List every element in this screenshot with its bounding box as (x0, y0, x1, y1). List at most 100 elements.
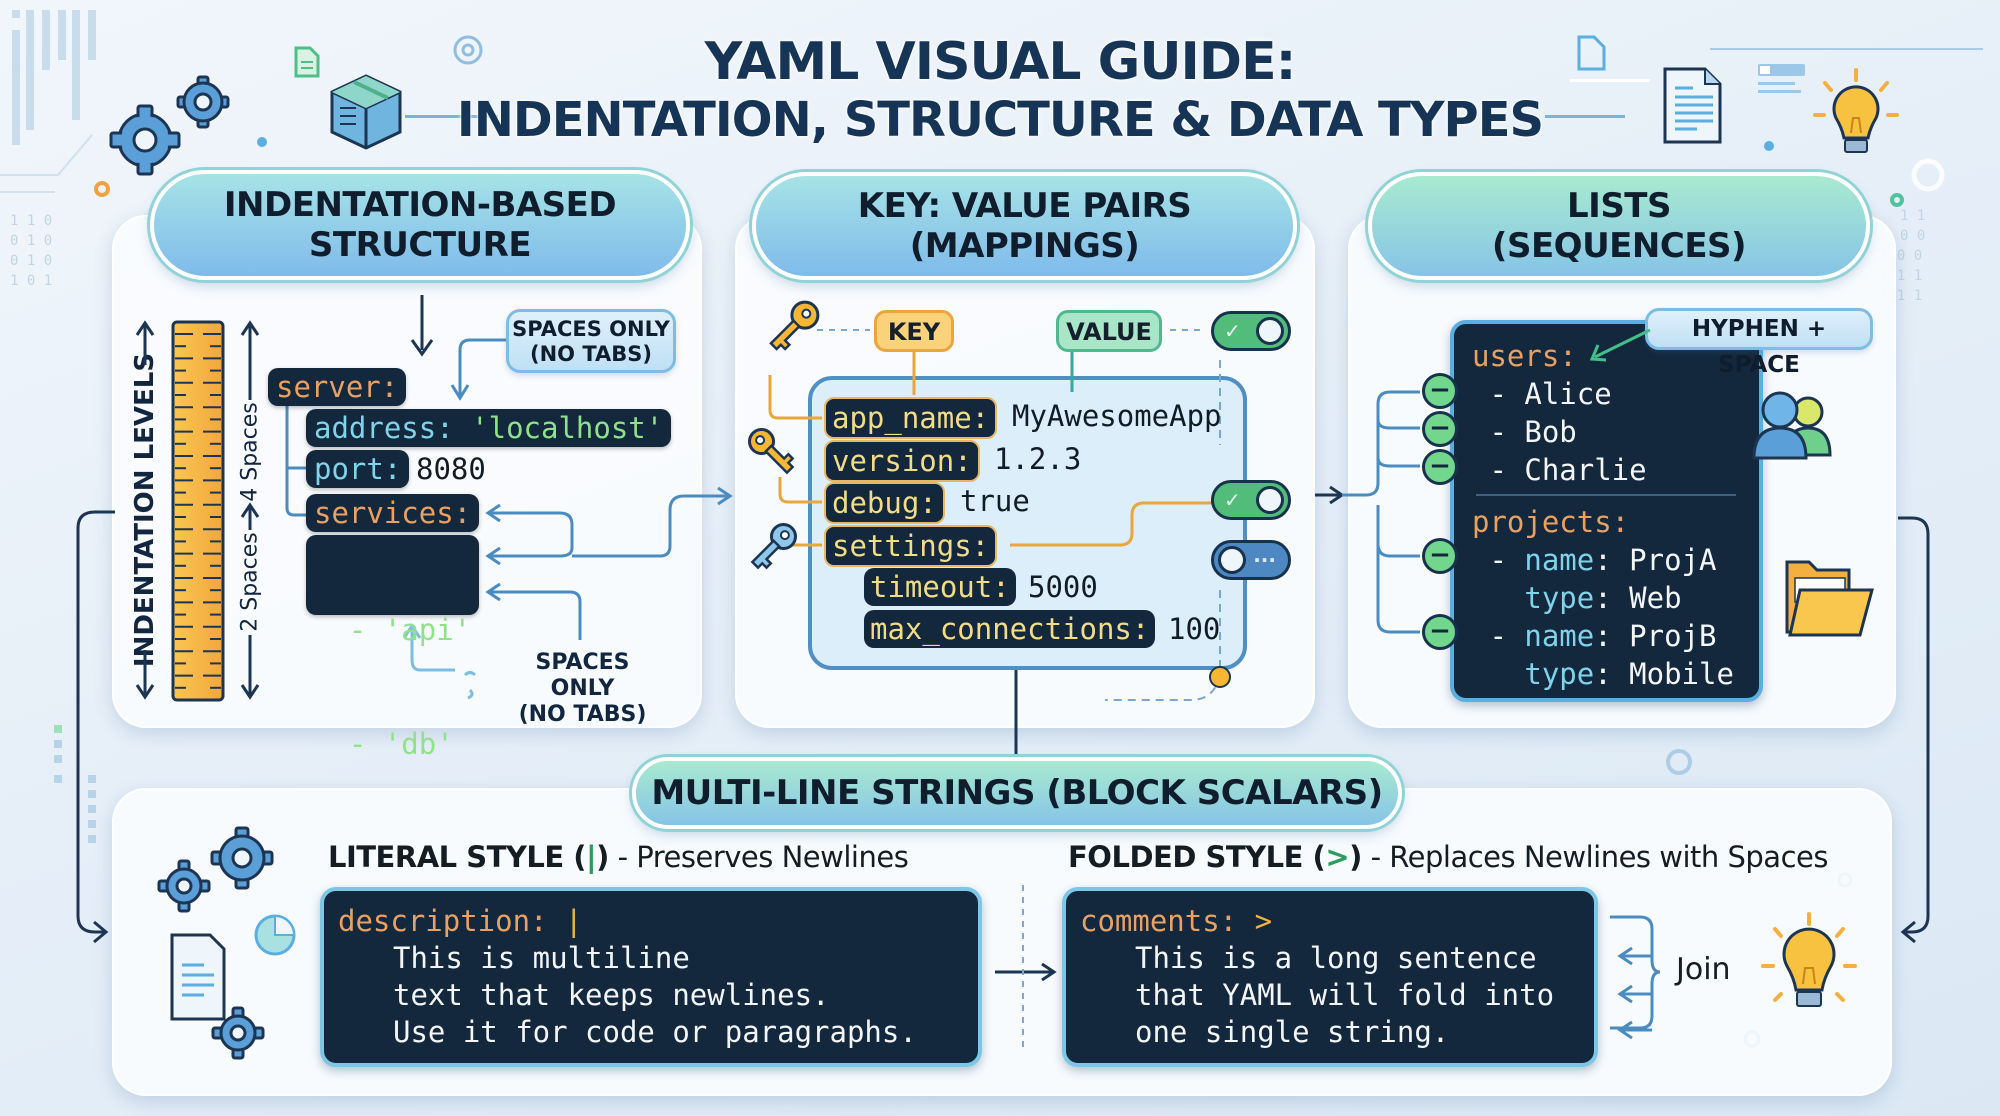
spaces-only-note-bottom: SPACES ONLY (NO TABS) (500, 650, 665, 728)
header-line: (MAPPINGS) (909, 226, 1140, 266)
hyphen-marker: − (1422, 373, 1458, 409)
header-line: INDENTATION-BASED (223, 185, 617, 225)
svg-text:1 0 1: 1 0 1 (10, 273, 52, 289)
key-tag: KEY (874, 310, 954, 352)
list-code-line: - Charlie (1472, 452, 1647, 489)
code-token: name (1524, 543, 1595, 577)
yaml-key-server: server: (268, 368, 407, 406)
code-token: - Charlie (1472, 453, 1647, 487)
literal-code-line: text that keeps newlines. (393, 978, 830, 1012)
join-label: Join (1676, 952, 1731, 987)
code-token: : ProjA (1594, 543, 1717, 577)
toggle-switch-on[interactable]: ✓ (1211, 311, 1291, 351)
hyphen-marker: − (1422, 449, 1458, 485)
list-item: - 'db' (314, 727, 454, 761)
list-code-line: - Bob (1472, 414, 1577, 451)
literal-code-line: Use it for code or paragraphs. (393, 1015, 917, 1049)
code-indicator: > (1254, 904, 1273, 938)
code-indicator: | (564, 904, 583, 938)
svg-text:1 1 0: 1 1 0 (10, 213, 52, 229)
svg-text:1 1: 1 1 (1900, 208, 1925, 224)
lists-panel-header: LISTS (SEQUENCES) (1368, 172, 1870, 280)
label-rest: - Replaces Newlines with Spaces (1361, 840, 1829, 874)
folded-code-key: comments: > (1080, 903, 1272, 940)
yaml-services-list: - 'api' - 'db' (306, 535, 480, 761)
gear-icon-small (176, 75, 230, 129)
list-item: - 'api' (314, 613, 472, 647)
decor-dot (94, 181, 110, 197)
list-code-line: type: Web (1472, 580, 1682, 617)
code-token: type (1524, 581, 1595, 615)
yaml-key-port: port: (306, 450, 410, 488)
mappings-panel-header: KEY: VALUE PAIRS (MAPPINGS) (752, 172, 1297, 280)
folded-style-label: FOLDED STYLE (>) - Replaces Newlines wit… (1068, 840, 1828, 874)
yaml-line-address: address: 'localhost' (306, 409, 672, 447)
package-icon (330, 74, 402, 150)
header-line: (SEQUENCES) (1491, 226, 1747, 266)
code-value: 'localhost' (471, 411, 664, 445)
indentation-panel-header: INDENTATION-BASED STRUCTURE (150, 170, 690, 280)
note-line: (NO TABS) (518, 702, 647, 727)
list-code-line: - name: ProjA (1472, 542, 1716, 579)
lightbulb-icon (1761, 912, 1857, 1007)
literal-code-key: description: | (338, 903, 582, 940)
decor-dot (257, 137, 267, 147)
toggle-knob (1256, 486, 1284, 514)
code-key: description: (338, 904, 548, 938)
code-token: : Mobile (1594, 657, 1734, 691)
label-bold: ) (1349, 840, 1362, 874)
toggle-knob (1256, 317, 1284, 345)
gear-icon-large (109, 104, 181, 176)
header-line: MULTI-LINE STRINGS (BLOCK SCALARS) (651, 773, 1383, 813)
header-line: KEY: VALUE PAIRS (857, 186, 1192, 226)
code-token: projects: (1472, 505, 1630, 539)
hyphen-space-callout: HYPHEN + SPACE (1645, 308, 1873, 378)
svg-text:0 0: 0 0 (1900, 228, 1925, 244)
label-bold: LITERAL STYLE ( (328, 840, 587, 874)
yaml-value-max-connections: 100 (1168, 612, 1221, 646)
literal-code-line: This is multiline (393, 941, 690, 975)
code-divider (1476, 494, 1736, 496)
label-bold: ) (596, 840, 609, 874)
literal-code-block: description: | This is multiline text th… (320, 887, 982, 1067)
multiline-panel-header: MULTI-LINE STRINGS (BLOCK SCALARS) (632, 757, 1402, 829)
header-line: STRUCTURE (308, 225, 532, 265)
svg-text:0 1 0: 0 1 0 (10, 253, 52, 269)
yaml-value-debug: true (960, 484, 1030, 518)
svg-text:0 1 0: 0 1 0 (10, 233, 52, 249)
gear-icon-outline (453, 35, 483, 65)
yaml-key-timeout: timeout: (864, 568, 1016, 606)
folded-code-line: one single string. (1135, 1015, 1450, 1049)
value-tag: VALUE (1056, 310, 1162, 352)
hyphen-marker: − (1422, 614, 1458, 650)
label-rest: - Preserves Newlines (608, 840, 909, 874)
toggle-switch-on[interactable]: ✓ (1211, 480, 1291, 520)
literal-style-label: LITERAL STYLE (|) - Preserves Newlines (328, 840, 909, 874)
list-code-line: projects: (1472, 504, 1629, 541)
code-token: - Bob (1472, 415, 1577, 449)
yaml-value-timeout: 5000 (1028, 570, 1098, 604)
callout-line: SPACES ONLY (512, 317, 670, 341)
page-title-line1: YAML VISUAL GUIDE: (704, 32, 1297, 92)
code-key: port: (314, 452, 402, 486)
toggle-switch-off[interactable]: ··· (1211, 540, 1291, 580)
label-symbol: > (1325, 840, 1350, 874)
hyphen-marker: − (1422, 411, 1458, 447)
code-token: name (1524, 619, 1595, 653)
ellipsis-icon: ··· (1253, 548, 1276, 572)
yaml-key-settings: settings: (824, 525, 998, 567)
code-token: - (1472, 543, 1525, 577)
document-icon-large (1663, 67, 1722, 144)
label-symbol: | (586, 840, 597, 874)
yaml-key-services: services: (306, 494, 480, 532)
code-token: : Web (1594, 581, 1682, 615)
